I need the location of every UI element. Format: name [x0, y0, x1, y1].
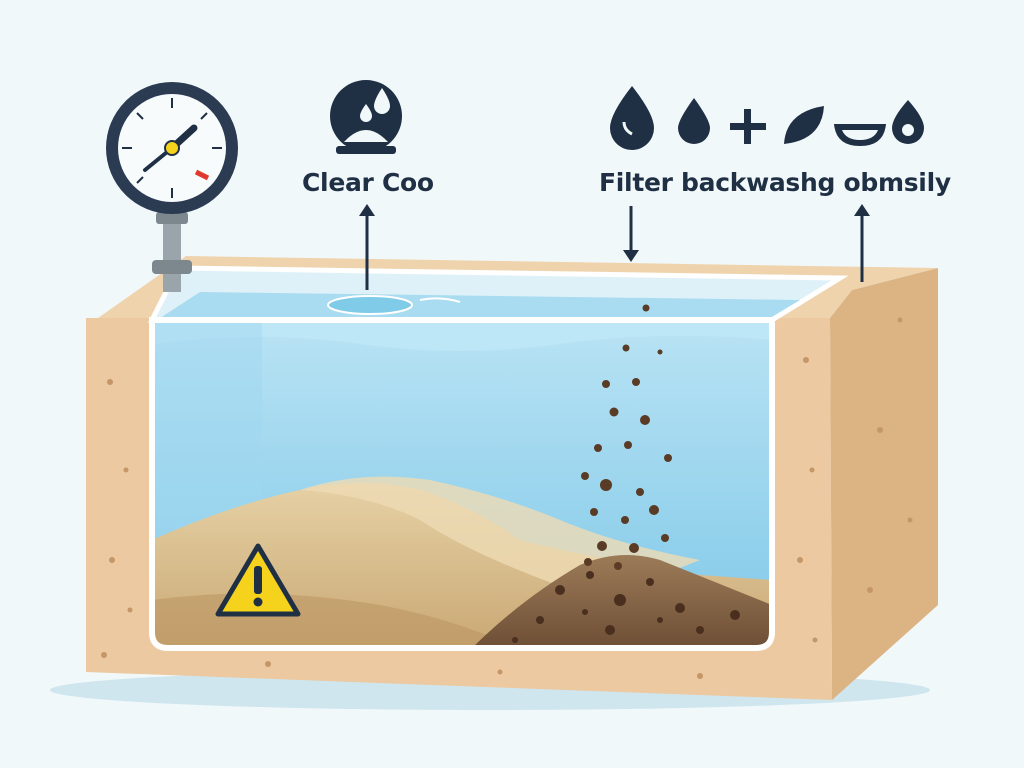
- warning-icon: [215, 543, 301, 617]
- block-speckles: [101, 272, 913, 679]
- down-arrow-filter: [623, 206, 639, 262]
- leaf-icon: [784, 106, 824, 144]
- clear-label: Clear Coo: [302, 168, 434, 197]
- legend-icons: [610, 86, 924, 150]
- small-droplet-icon: [678, 98, 710, 144]
- filter-label: Filter backwashg obmsily: [599, 168, 951, 197]
- up-arrow-clear: [359, 204, 375, 290]
- large-droplet-highlight: [622, 121, 633, 136]
- water-wave: [152, 320, 772, 351]
- plus-icon: [730, 109, 766, 144]
- drop-in-circle-icon: [892, 100, 924, 144]
- water-surface: [160, 292, 800, 318]
- surface-ripple: [327, 295, 413, 315]
- drop-in-circle-inner: [902, 124, 914, 136]
- bowl-icon: [834, 124, 886, 146]
- pressure-gauge-icon: [106, 82, 238, 292]
- arrows: [359, 204, 870, 290]
- clear-water-icon: [330, 80, 402, 154]
- falling-dirt-particles: [581, 304, 672, 570]
- block-side: [830, 268, 938, 700]
- surface-glint: [419, 297, 461, 303]
- large-droplet-icon: [610, 86, 654, 150]
- tank-glass: [149, 317, 775, 651]
- up-arrow-right: [854, 204, 870, 282]
- dirt-pile-clumps: [512, 571, 740, 643]
